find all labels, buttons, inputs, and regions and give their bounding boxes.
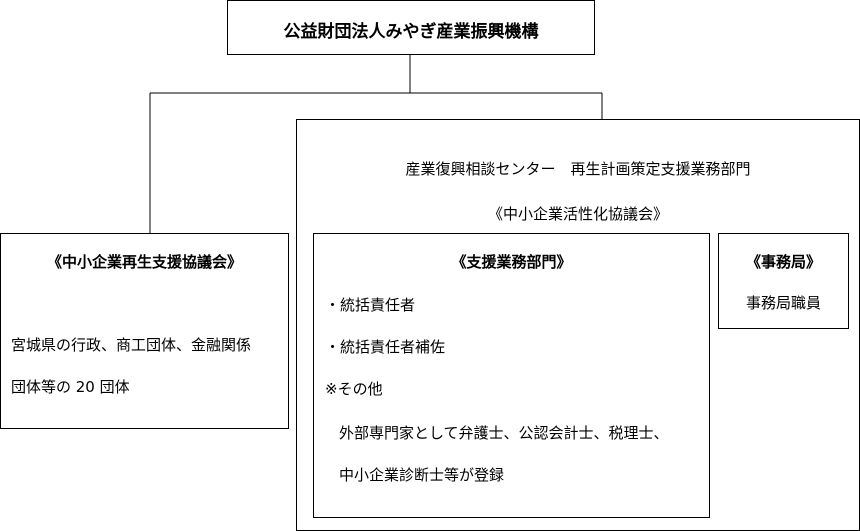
council-members-line2: 団体等の 20 団体 <box>11 378 130 396</box>
secretariat-box: 《事務局》 事務局職員 <box>718 233 849 329</box>
activation-council-subtitle: 《中小企業活性化協議会》 <box>487 205 668 223</box>
recovery-center-title: 産業復興相談センター 再生計画策定支援業務部門 <box>405 160 751 178</box>
revitalization-council-heading: 《中小企業再生支援協議会》 <box>46 253 242 271</box>
support-division-heading: 《支援業務部門》 <box>451 253 572 271</box>
support-item-assistant-manager: ・統括責任者補佐 <box>325 338 446 356</box>
support-other-line1: 外部専門家として弁護士、公認会計士、税理士、 <box>339 424 669 442</box>
revitalization-council-box: 《中小企業再生支援協議会》 宮城県の行政、商工団体、金融関係 団体等の 20 団… <box>0 233 289 429</box>
secretariat-heading: 《事務局》 <box>745 253 821 271</box>
support-other-label: ※その他 <box>325 380 383 398</box>
secretariat-staff: 事務局職員 <box>745 294 821 312</box>
organization-box: 公益財団法人みやぎ産業振興機構 <box>227 0 595 55</box>
organization-title: 公益財団法人みやぎ産業振興機構 <box>283 22 539 42</box>
support-other-line2: 中小企業診断士等が登録 <box>339 466 505 484</box>
council-members-line1: 宮城県の行政、商工団体、金融関係 <box>11 336 252 354</box>
support-item-manager: ・統括責任者 <box>325 296 416 314</box>
support-division-box: 《支援業務部門》 ・統括責任者 ・統括責任者補佐 ※その他 外部専門家として弁護… <box>313 233 710 518</box>
